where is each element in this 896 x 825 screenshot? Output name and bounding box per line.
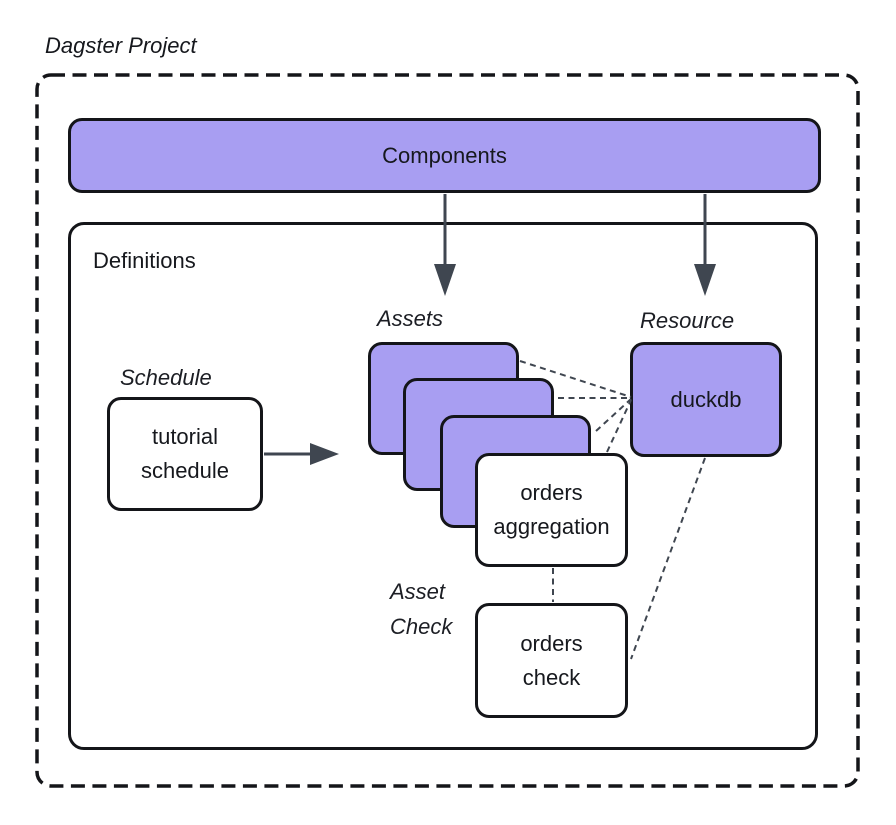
project-title: Dagster Project (45, 33, 197, 58)
orders-check-node: orders check (475, 603, 628, 718)
asset-check-section-label: Asset Check (390, 579, 453, 639)
components-node: Components (68, 118, 821, 193)
resource-section-label: Resource (640, 308, 735, 333)
definitions-label: Definitions (93, 248, 196, 273)
duckdb-resource-node: duckdb (630, 342, 782, 457)
schedule-section-label: Schedule (120, 365, 212, 390)
assets-section-label: Assets (377, 306, 444, 331)
orders-aggregation-node: orders aggregation (475, 453, 628, 567)
tutorial-schedule-node: tutorial schedule (107, 397, 263, 511)
